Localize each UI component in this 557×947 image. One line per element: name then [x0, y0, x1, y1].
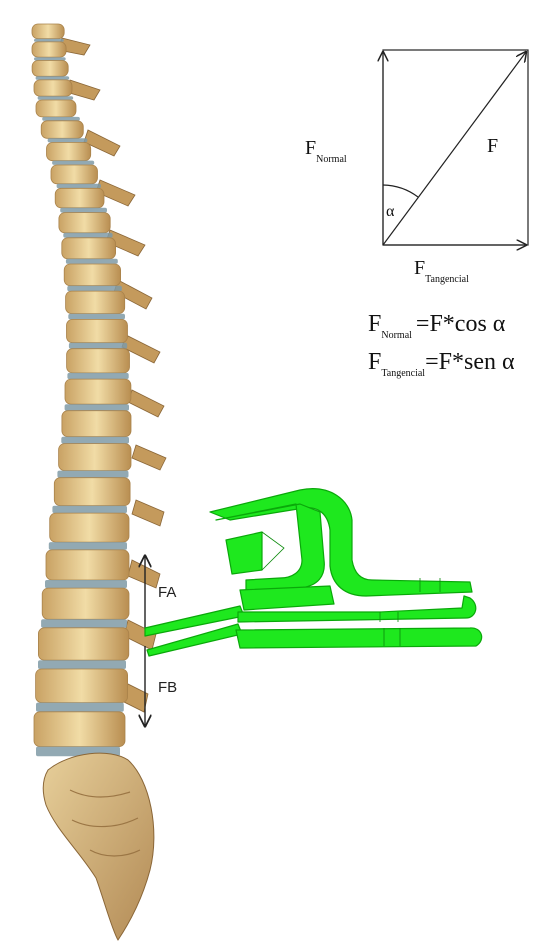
vertebra	[38, 628, 128, 660]
vertebra	[32, 24, 64, 39]
vertebra	[32, 61, 68, 77]
resultant-force-arrow	[383, 52, 526, 245]
vertebra	[66, 291, 125, 314]
label-f-tangential: FTangencial	[414, 257, 469, 285]
intervertebral-disc	[60, 208, 107, 213]
intervertebral-disc	[52, 506, 127, 513]
vertebra	[34, 80, 72, 96]
device-step	[240, 586, 334, 610]
intervertebral-disc	[45, 580, 127, 588]
vertebra	[50, 513, 129, 542]
intervertebral-disc	[38, 660, 126, 669]
intervertebral-disc	[57, 471, 128, 478]
intervertebral-disc	[63, 233, 112, 238]
vertebral-bodies	[32, 24, 131, 756]
vertebra	[42, 588, 129, 619]
vertebra	[62, 411, 131, 437]
intervertebral-disc	[52, 161, 94, 165]
intervertebral-disc	[41, 619, 127, 628]
vertebra	[62, 238, 116, 259]
vertebra	[54, 478, 130, 506]
vertebra	[46, 550, 129, 580]
vertebra	[59, 213, 110, 233]
intervertebral-disc	[67, 373, 128, 379]
vertebra	[59, 444, 131, 471]
label-fb: FB	[158, 679, 177, 696]
vertebra	[47, 143, 91, 161]
vertebra	[36, 669, 128, 703]
vertebra	[65, 379, 131, 404]
equation-tangential: FTangencial=F*sen α	[368, 349, 515, 379]
vertebra	[55, 188, 104, 208]
vertebra	[36, 100, 76, 117]
vertebra	[67, 349, 130, 373]
label-fa: FA	[158, 584, 176, 601]
intervertebral-disc	[65, 404, 129, 411]
intervertebral-disc	[42, 117, 80, 121]
intervertebral-disc	[34, 57, 66, 60]
vertebra	[34, 712, 125, 747]
intervertebral-disc	[68, 314, 125, 320]
force-rectangle	[383, 50, 528, 245]
intervertebral-disc	[61, 437, 129, 444]
intervertebral-disc	[36, 703, 124, 712]
orthotic-device	[145, 489, 482, 656]
angle-arc	[383, 185, 418, 197]
vertebra	[51, 165, 98, 184]
vertebra	[41, 121, 83, 139]
vertebra	[64, 264, 120, 286]
intervertebral-disc	[48, 138, 88, 142]
vertebra	[67, 319, 128, 342]
device-block	[226, 532, 262, 574]
spine-illustration	[32, 24, 166, 940]
sacrum	[43, 753, 154, 940]
device-base-lower	[236, 628, 482, 648]
intervertebral-disc	[67, 286, 122, 292]
intervertebral-disc	[36, 76, 70, 80]
label-alpha: α	[386, 203, 395, 220]
intervertebral-disc	[69, 343, 127, 349]
intervertebral-disc	[34, 39, 64, 42]
vertebra	[32, 42, 66, 57]
intervertebral-disc	[49, 542, 127, 550]
intervertebral-disc	[57, 184, 101, 189]
intervertebral-disc	[38, 96, 74, 100]
label-f-normal: FNormal	[305, 137, 347, 165]
equation-normal: FNormal=F*cos α	[368, 311, 506, 341]
intervertebral-disc	[66, 259, 118, 264]
label-f: F	[487, 135, 498, 157]
